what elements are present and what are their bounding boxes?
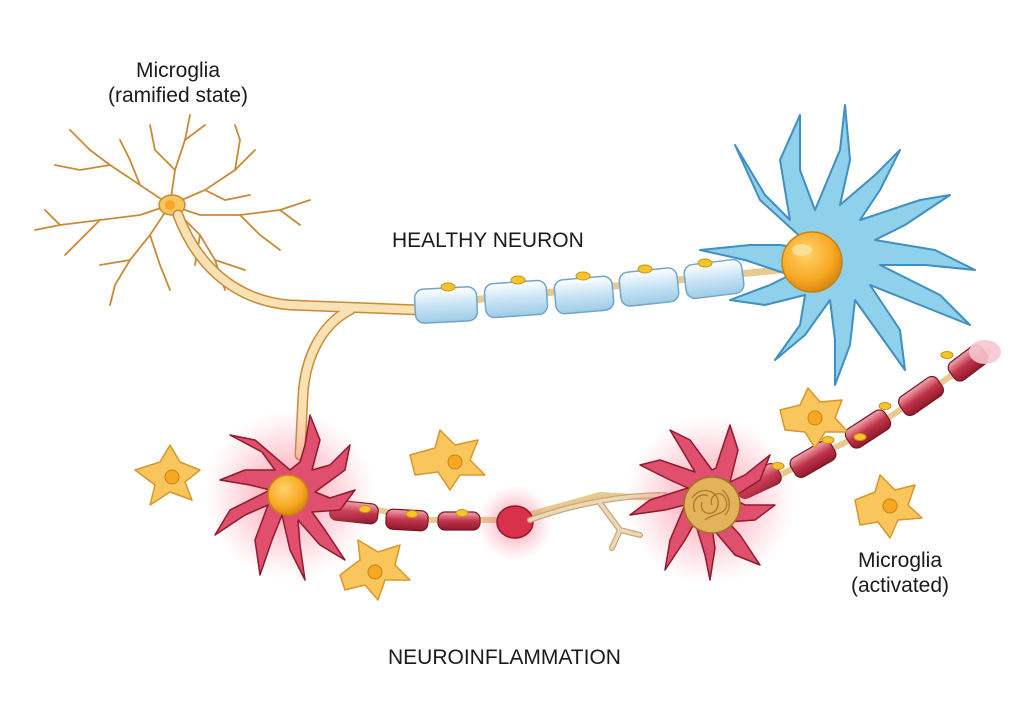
label-neuroinflammation: NEUROINFLAMMATION	[388, 646, 621, 669]
healthy-myelinated-axon	[413, 258, 781, 324]
activated-microglia-2	[409, 429, 486, 491]
label-microglia-activated: Microglia (activated)	[820, 548, 980, 598]
label-healthy-neuron: HEALTHY NEURON	[392, 229, 584, 252]
damaged-neuron-left-nucleus	[267, 474, 309, 516]
label-microglia-ramified-line2: (ramified state)	[107, 84, 249, 107]
microglia-ramified-nucleus	[165, 200, 175, 210]
label-microglia-activated-line1: Microglia	[857, 549, 943, 572]
label-microglia-ramified: Microglia (ramified state)	[88, 58, 268, 108]
healthy-neuron-nucleus	[781, 231, 843, 293]
label-microglia-ramified-line1: Microglia	[135, 59, 221, 82]
microglia-ramified	[34, 114, 311, 306]
label-microglia-activated-line2: (activated)	[850, 574, 950, 597]
